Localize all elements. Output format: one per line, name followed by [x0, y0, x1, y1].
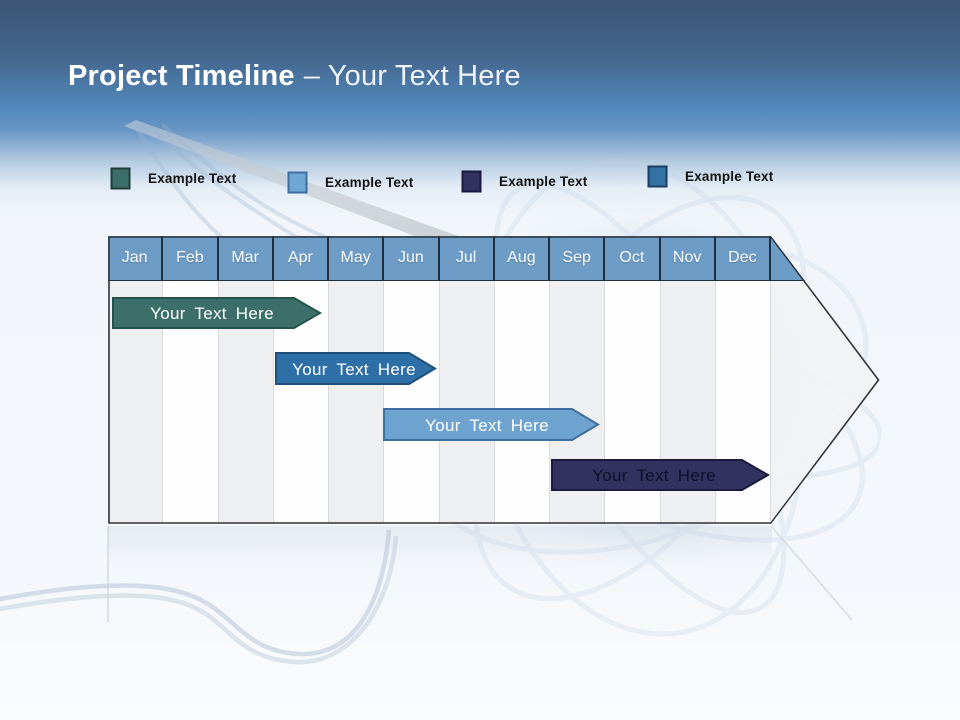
legend-label: Example Text — [148, 170, 237, 186]
task-bar-4-label: Your Text Here — [592, 466, 716, 485]
legend-item-1: Example Text — [110, 166, 236, 190]
timeline-chart: Jan Feb Mar Apr May Jun Jul Aug Sep Oct … — [108, 236, 880, 524]
month-cell-oct: Oct — [605, 236, 661, 280]
legend-item-3: Example Text — [461, 169, 587, 193]
month-cell-jan: Jan — [108, 236, 164, 280]
legend-swatch-teal — [110, 167, 131, 189]
task-bar-4: Your Text Here — [551, 459, 771, 491]
month-cell-feb: Feb — [163, 236, 219, 280]
page-title-sub: – Your Text Here — [303, 60, 521, 92]
legend-label: Example Text — [499, 173, 588, 189]
month-header-row: Jan Feb Mar Apr May Jun Jul Aug Sep Oct … — [108, 236, 880, 281]
legend-item-2: Example Text — [287, 170, 413, 194]
task-bar-2-label: Your Text Here — [292, 360, 416, 379]
month-cell-aug: Aug — [495, 236, 550, 280]
month-cell-dec: Dec — [716, 236, 771, 280]
legend-swatch-lightblue — [287, 171, 308, 193]
column-jun — [384, 281, 440, 524]
month-cell-may: May — [329, 236, 385, 280]
month-cell-nov: Nov — [661, 236, 716, 280]
task-bar-1-label: Your Text Here — [150, 304, 274, 323]
table-reflection-band — [108, 526, 772, 568]
column-may — [329, 281, 385, 524]
legend-label: Example Text — [685, 168, 774, 184]
month-cell-jun: Jun — [384, 236, 440, 280]
column-aug — [494, 281, 550, 524]
month-cell-mar: Mar — [219, 236, 274, 280]
month-cell-apr: Apr — [274, 236, 329, 280]
month-cell-sep: Sep — [550, 236, 606, 280]
legend-item-4: Example Text — [647, 164, 773, 188]
task-bar-2: Your Text Here — [275, 352, 437, 385]
month-cell-jul: Jul — [440, 236, 495, 280]
task-bar-3-label: Your Text Here — [425, 416, 549, 435]
legend-swatch-navy — [461, 170, 482, 192]
task-bar-3: Your Text Here — [383, 408, 600, 441]
column-jul — [439, 281, 495, 524]
page-title-main: Project Timeline — [68, 60, 295, 92]
legend-label: Example Text — [325, 174, 414, 190]
legend-swatch-blue — [647, 165, 668, 187]
task-bar-1: Your Text Here — [112, 297, 323, 329]
page-title: Project Timeline– Your Text Here — [68, 60, 521, 93]
